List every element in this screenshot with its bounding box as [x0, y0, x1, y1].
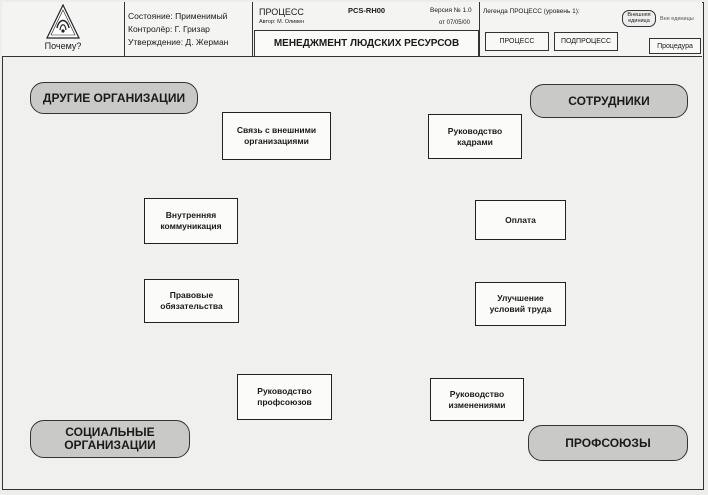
approval-text: Утверждение: Д. Жерман	[128, 37, 229, 47]
process-label: ПРОЦЕСС	[259, 7, 304, 17]
date-text: от 07/05/00	[439, 20, 470, 26]
header-divider	[252, 2, 253, 56]
why-label[interactable]: Почему?	[44, 41, 82, 51]
node-external-relations[interactable]: Связь с внешними организациями	[222, 112, 331, 160]
logo-cell[interactable]: Почему?	[2, 2, 125, 56]
legend-title: Легенда ПРОЦЕСС (уровень 1):	[483, 8, 580, 15]
version-text: Версия № 1.0	[430, 7, 472, 14]
node-hr-management[interactable]: Руководство кадрами	[428, 114, 522, 159]
page-title: МЕНЕДЖМЕНТ ЛЮДСКИХ РЕСУРСОВ	[254, 30, 479, 57]
node-legal-obligations[interactable]: Правовые обязательства	[144, 279, 239, 323]
legend-divider	[479, 2, 480, 56]
node-change-management[interactable]: Руководство изменениями	[430, 378, 524, 421]
node-internal-communication[interactable]: Внутренняя коммуникация	[144, 198, 238, 244]
actor-employees[interactable]: СОТРУДНИКИ	[530, 84, 688, 118]
legend-outside-unit[interactable]: Вне единицы	[660, 16, 694, 22]
process-code: PCS-RH00	[348, 6, 386, 15]
legend-external-unit[interactable]: Внешняя единица	[622, 10, 656, 27]
node-working-conditions[interactable]: Улучшение условий труда	[475, 282, 566, 326]
procedure-button[interactable]: Процедура	[649, 38, 701, 54]
triangle-logo-icon	[46, 4, 80, 39]
controller-text: Контролёр: Г. Гризар	[128, 24, 210, 34]
status-text: Состояние: Применимый	[128, 11, 228, 21]
actor-social-organizations[interactable]: СОЦИАЛЬНЫЕ ОРГАНИЗАЦИИ	[30, 420, 190, 458]
node-pay[interactable]: Оплата	[475, 200, 566, 240]
subprocess-button[interactable]: ПОДПРОЦЕСС	[554, 32, 618, 51]
actor-other-organizations[interactable]: ДРУГИЕ ОРГАНИЗАЦИИ	[30, 82, 198, 114]
header: Почему? Состояние: Применимый Контролёр:…	[2, 2, 702, 57]
process-button[interactable]: ПРОЦЕСС	[485, 32, 549, 51]
author-text: Автор: М. Оливен	[259, 19, 305, 25]
diagram-frame	[2, 2, 704, 490]
node-union-management[interactable]: Руководство профсоюзов	[237, 374, 332, 420]
actor-unions[interactable]: ПРОФСОЮЗЫ	[528, 425, 688, 461]
